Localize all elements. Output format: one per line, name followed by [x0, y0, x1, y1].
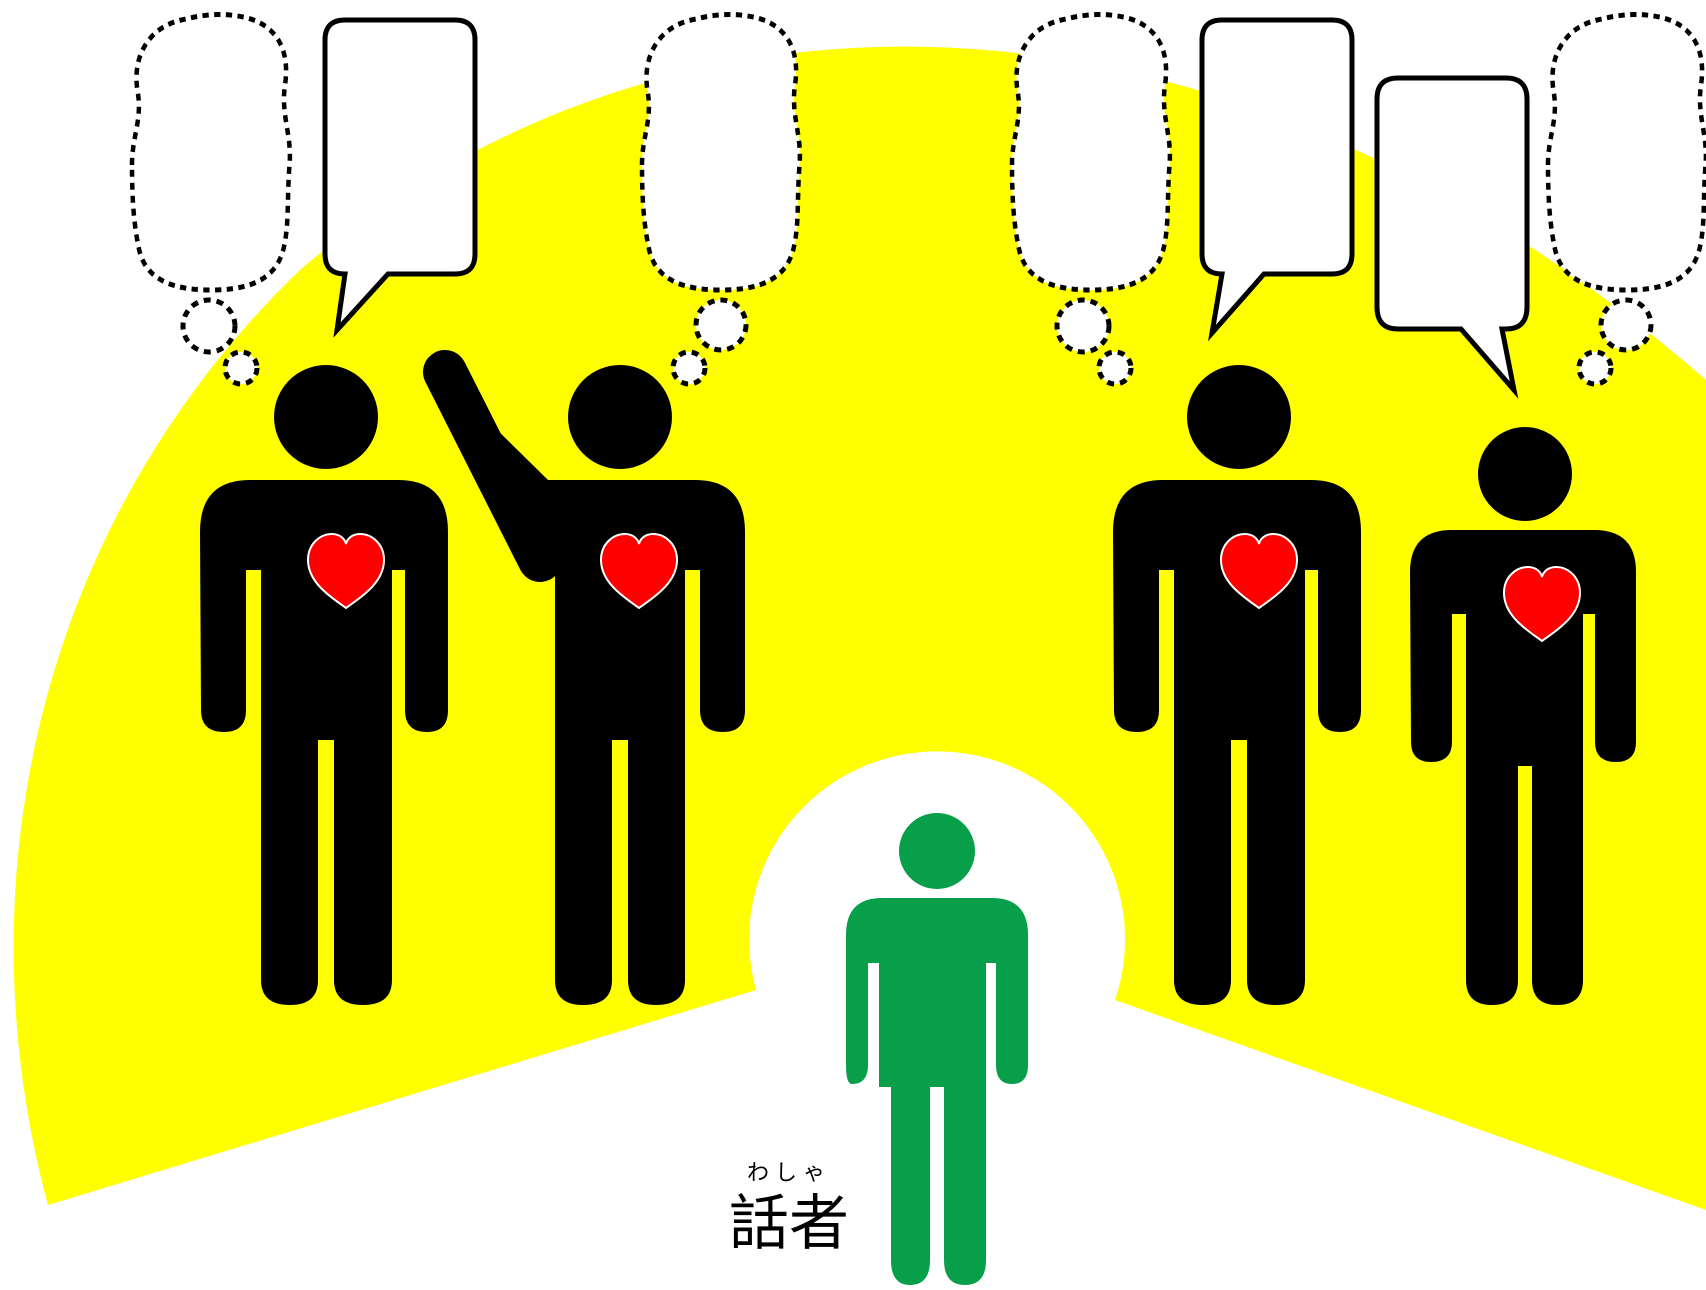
- speaker-label: わしゃ 話者: [724, 1160, 854, 1260]
- speaker-label-ruby: わしゃ: [724, 1160, 854, 1188]
- person-icon: [846, 813, 1028, 1285]
- speaker-figure: [846, 813, 1028, 1285]
- speaker-label-word: 話者: [724, 1188, 854, 1260]
